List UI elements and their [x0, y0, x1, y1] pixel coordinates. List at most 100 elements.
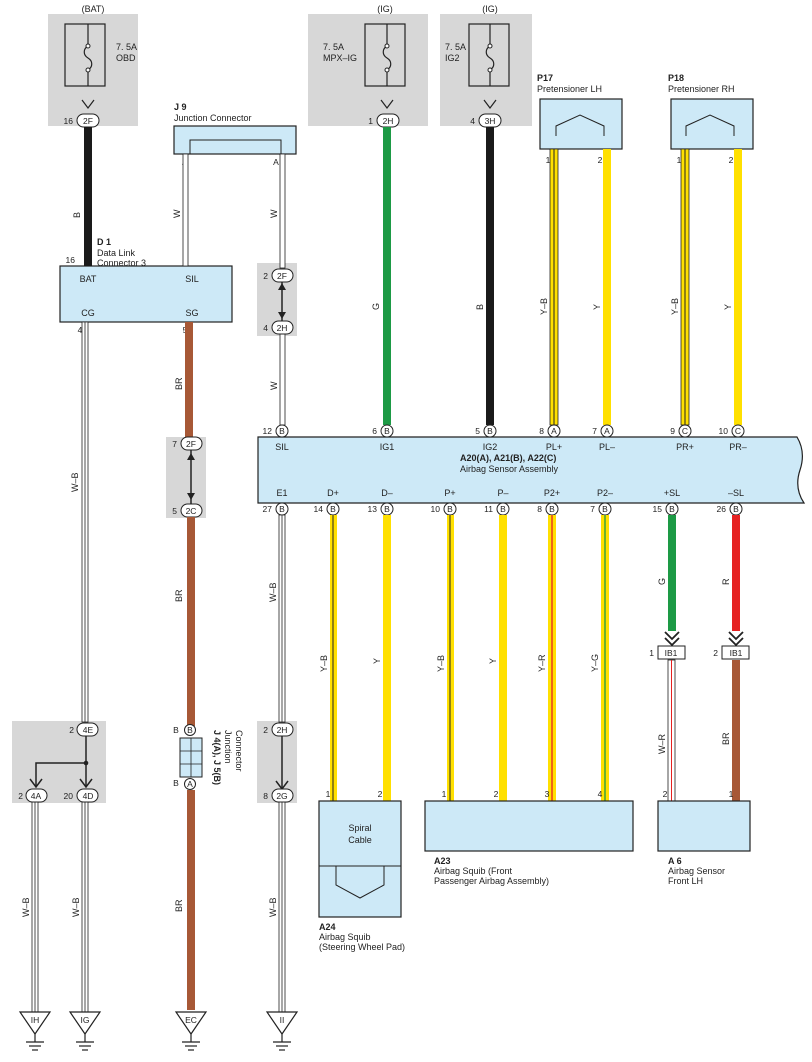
- splice-4e-4a-4d: 2 4E 2 4A 20 4D: [18, 722, 99, 803]
- j9-name: Junction Connector: [174, 113, 252, 123]
- svg-text:Y: Y: [488, 658, 498, 664]
- fuse-supply-label: (IG): [377, 4, 393, 14]
- svg-text:1: 1: [546, 155, 551, 165]
- svg-text:4: 4: [263, 323, 268, 333]
- fuse-rating: 7. 5A: [323, 42, 344, 52]
- svg-text:Airbag Sensor: Airbag Sensor: [668, 866, 725, 876]
- pin-connector-letter: B: [330, 504, 336, 514]
- pin-signal: D–: [381, 488, 393, 498]
- svg-text:1: 1: [442, 789, 447, 799]
- pin-signal: P+: [444, 488, 455, 498]
- pin-number: 6: [372, 426, 377, 436]
- pin-number: 15: [653, 504, 663, 514]
- svg-text:5: 5: [172, 506, 177, 516]
- j4-j5-junction-connector: B B B A J 4(A), J 5(B) Junction Connecto…: [173, 724, 244, 790]
- svg-text:CG: CG: [81, 308, 95, 318]
- splice-2f-2h: 2 2F 4 2H: [263, 268, 294, 335]
- pin-connector-letter: B: [384, 504, 390, 514]
- wires-lower: [31, 514, 740, 1013]
- svg-text:4D: 4D: [83, 791, 94, 801]
- svg-text:2H: 2H: [277, 323, 288, 333]
- svg-text:W–B: W–B: [21, 897, 31, 917]
- svg-text:IB1: IB1: [665, 648, 678, 658]
- svg-text:Spiral: Spiral: [348, 823, 371, 833]
- fuse-ig2: (IG) 7. 5A IG2: [445, 4, 510, 87]
- ground-label: EC: [185, 1015, 197, 1025]
- svg-text:B: B: [475, 304, 485, 310]
- svg-text:A23: A23: [434, 856, 451, 866]
- pin-number: 11: [484, 504, 493, 514]
- svg-text:Y–B: Y–B: [539, 298, 549, 315]
- pin-signal: P2+: [544, 488, 560, 498]
- fuse-connectors: 16 2F 1 2H 4 3H: [64, 99, 502, 128]
- svg-text:Airbag Squib (Front: Airbag Squib (Front: [434, 866, 513, 876]
- svg-text:2: 2: [263, 725, 268, 735]
- svg-text:Passenger Airbag Assembly): Passenger Airbag Assembly): [434, 876, 549, 886]
- svg-text:8: 8: [263, 791, 268, 801]
- svg-text:2F: 2F: [83, 116, 93, 126]
- pin-signal: P–: [497, 488, 508, 498]
- p17-code: P17: [537, 73, 553, 83]
- svg-text:4: 4: [470, 116, 475, 126]
- svg-text:BR: BR: [174, 377, 184, 390]
- svg-text:A: A: [187, 779, 193, 789]
- svg-text:1: 1: [368, 116, 373, 126]
- svg-text:BR: BR: [174, 589, 184, 602]
- svg-text:W: W: [172, 209, 182, 218]
- pin-signal: SIL: [275, 442, 289, 452]
- svg-text:4: 4: [598, 789, 603, 799]
- pin-connector-letter: B: [447, 504, 453, 514]
- pin-signal: PR+: [676, 442, 694, 452]
- p17-pretensioner-lh: P17 Pretensioner LH 1 2: [537, 73, 623, 165]
- fuse-mpx-ig: (IG) 7. 5A MPX–IG: [323, 4, 406, 87]
- ecu-bottom-pin: B 13D–: [368, 488, 394, 516]
- pin-connector-letter: B: [549, 504, 555, 514]
- svg-text:7: 7: [172, 439, 177, 449]
- pin-connector-letter: A: [551, 426, 557, 436]
- pin-number: 13: [368, 504, 378, 514]
- ground-symbol: EC: [174, 1011, 208, 1051]
- svg-text:2: 2: [263, 271, 268, 281]
- svg-text:2H: 2H: [277, 725, 288, 735]
- ground-symbol: IG: [68, 1011, 102, 1051]
- svg-text:2: 2: [18, 791, 23, 801]
- pin-number: 12: [263, 426, 273, 436]
- svg-text:Y: Y: [592, 304, 602, 310]
- svg-text:B: B: [72, 212, 82, 218]
- pin-connector-letter: C: [735, 426, 741, 436]
- fuse-block-ig2: [440, 14, 532, 126]
- svg-text:Y–R: Y–R: [537, 654, 547, 672]
- svg-text:2: 2: [378, 789, 383, 799]
- wire-labels-upper: B W W W G B Y–B Y Y–B Y BR W–B: [70, 209, 733, 492]
- svg-text:BR: BR: [174, 899, 184, 912]
- svg-text:W–B: W–B: [268, 897, 278, 917]
- svg-text:Y–B: Y–B: [670, 298, 680, 315]
- svg-text:4E: 4E: [83, 725, 94, 735]
- a23-airbag-squib-passenger: 1 2 3 4 A23 Airbag Squib (Front Passenge…: [424, 789, 634, 886]
- splice-2f-2c: 7 2F 5 2C: [172, 436, 203, 518]
- fuse-name: IG2: [445, 53, 460, 63]
- ecu-name: Airbag Sensor Assembly: [460, 464, 559, 474]
- pin-signal: IG2: [483, 442, 498, 452]
- svg-text:2F: 2F: [186, 439, 196, 449]
- svg-text:BR: BR: [721, 732, 731, 745]
- a24-airbag-squib-steering: 1 2 Spiral Cable A24 Airbag Squib (Steer…: [318, 789, 405, 952]
- p17-name: Pretensioner LH: [537, 84, 602, 94]
- fuse-rating: 7. 5A: [445, 42, 466, 52]
- pin-connector-letter: B: [602, 504, 608, 514]
- pin-signal: PR–: [729, 442, 747, 452]
- svg-text:2F: 2F: [277, 271, 287, 281]
- svg-text:R: R: [721, 578, 731, 585]
- svg-text:3: 3: [545, 789, 550, 799]
- pin-signal: +SL: [664, 488, 680, 498]
- svg-text:2: 2: [729, 155, 734, 165]
- ground-label: IG: [81, 1015, 90, 1025]
- ground-symbol: IH: [18, 1011, 52, 1051]
- svg-text:Airbag Squib: Airbag Squib: [319, 932, 371, 942]
- svg-text:Junction: Junction: [223, 730, 233, 764]
- ground-symbol: II: [265, 1011, 299, 1051]
